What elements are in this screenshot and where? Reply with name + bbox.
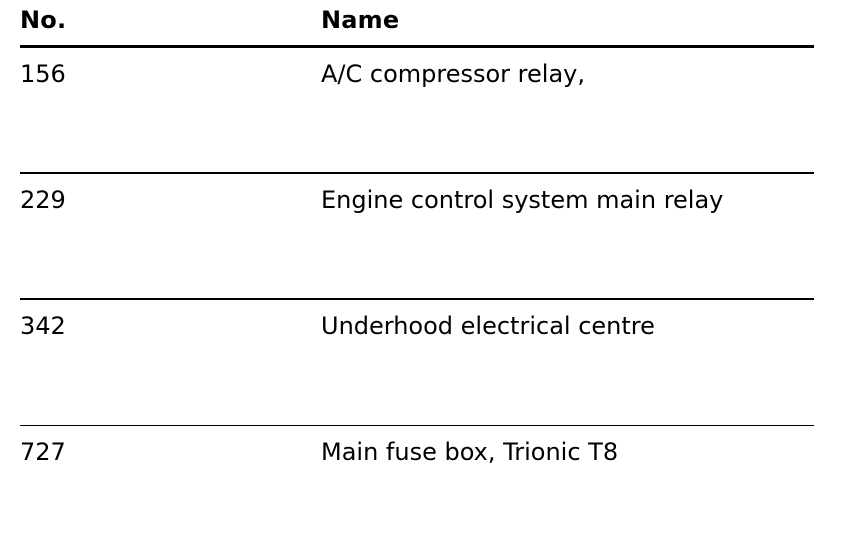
row-name: Main fuse box, Trionic T8 <box>321 438 619 466</box>
row-number: 156 <box>20 60 66 88</box>
component-table: No. Name 156 A/C compressor relay, 229 E… <box>20 0 814 552</box>
row-number: 727 <box>20 438 66 466</box>
row-divider <box>20 425 814 426</box>
row-name: Engine control system main relay <box>321 186 724 214</box>
row-divider <box>20 172 814 174</box>
column-header-number: No. <box>20 6 67 34</box>
table-row: 156 A/C compressor relay, <box>20 48 814 174</box>
table-row: 342 Underhood electrical centre <box>20 300 814 426</box>
row-name: Underhood electrical centre <box>321 312 655 340</box>
table-row: 229 Engine control system main relay <box>20 174 814 300</box>
header-divider <box>20 45 814 48</box>
table-row: 727 Main fuse box, Trionic T8 <box>20 426 814 552</box>
row-name: A/C compressor relay, <box>321 60 585 88</box>
table-header-row: No. Name <box>20 0 814 48</box>
row-number: 342 <box>20 312 66 340</box>
row-number: 229 <box>20 186 66 214</box>
row-divider <box>20 298 814 300</box>
column-header-name: Name <box>321 6 400 34</box>
